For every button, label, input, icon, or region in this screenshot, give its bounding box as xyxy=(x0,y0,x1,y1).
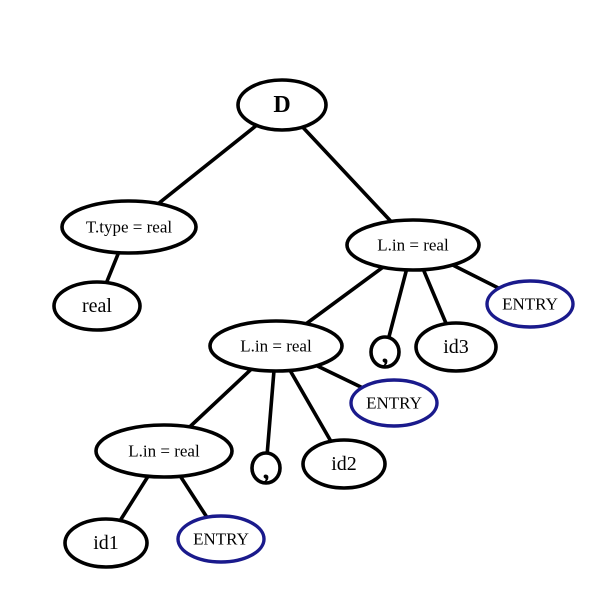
node-lin1-ellipse xyxy=(345,218,481,272)
node-id3-label: id3 xyxy=(443,336,469,358)
node-ttype: T.type = real xyxy=(60,199,198,255)
node-id2-label: id2 xyxy=(331,453,357,475)
node-entry2-label: ENTRY xyxy=(366,394,422,413)
node-entry3: ENTRY xyxy=(176,514,266,564)
node-lin2-ellipse xyxy=(208,319,344,373)
node-id2: id2 xyxy=(301,438,387,490)
node-id1-ellipse xyxy=(63,517,149,569)
node-lin1: L.in = real xyxy=(345,218,481,272)
node-comma2-ellipse xyxy=(250,451,282,485)
node-id3: id3 xyxy=(414,321,498,373)
node-lin2: L.in = real xyxy=(208,319,344,373)
node-real-ellipse xyxy=(52,280,142,332)
node-comma1-ellipse xyxy=(369,335,401,369)
node-entry1-ellipse xyxy=(485,279,575,329)
node-entry3-label: ENTRY xyxy=(193,530,249,549)
node-entry3-ellipse xyxy=(176,514,266,564)
node-id1-label: id1 xyxy=(93,532,119,554)
node-lin3-ellipse xyxy=(94,423,234,479)
node-lin3-label: L.in = real xyxy=(128,442,200,461)
node-ttype-label: T.type = real xyxy=(86,218,172,237)
node-id2-ellipse xyxy=(301,438,387,490)
node-real-label: real xyxy=(82,295,112,317)
node-entry1: ENTRY xyxy=(485,279,575,329)
node-entry2: ENTRY xyxy=(349,378,439,428)
node-comma2: , xyxy=(250,451,282,486)
node-comma1-label: , xyxy=(382,339,389,370)
node-lin3: L.in = real xyxy=(94,423,234,479)
node-id1: id1 xyxy=(63,517,149,569)
node-ttype-ellipse xyxy=(60,199,198,255)
node-lin1-label: L.in = real xyxy=(377,236,449,255)
node-lin2-label: L.in = real xyxy=(240,337,312,356)
node-d-label: D xyxy=(273,92,290,118)
node-d-ellipse xyxy=(236,78,328,132)
node-real: real xyxy=(52,280,142,332)
node-entry2-ellipse xyxy=(349,378,439,428)
node-comma1: , xyxy=(369,335,401,370)
node-d: D xyxy=(236,78,328,132)
node-comma2-label: , xyxy=(263,455,270,486)
node-id3-ellipse xyxy=(414,321,498,373)
node-entry1-label: ENTRY xyxy=(502,295,558,314)
